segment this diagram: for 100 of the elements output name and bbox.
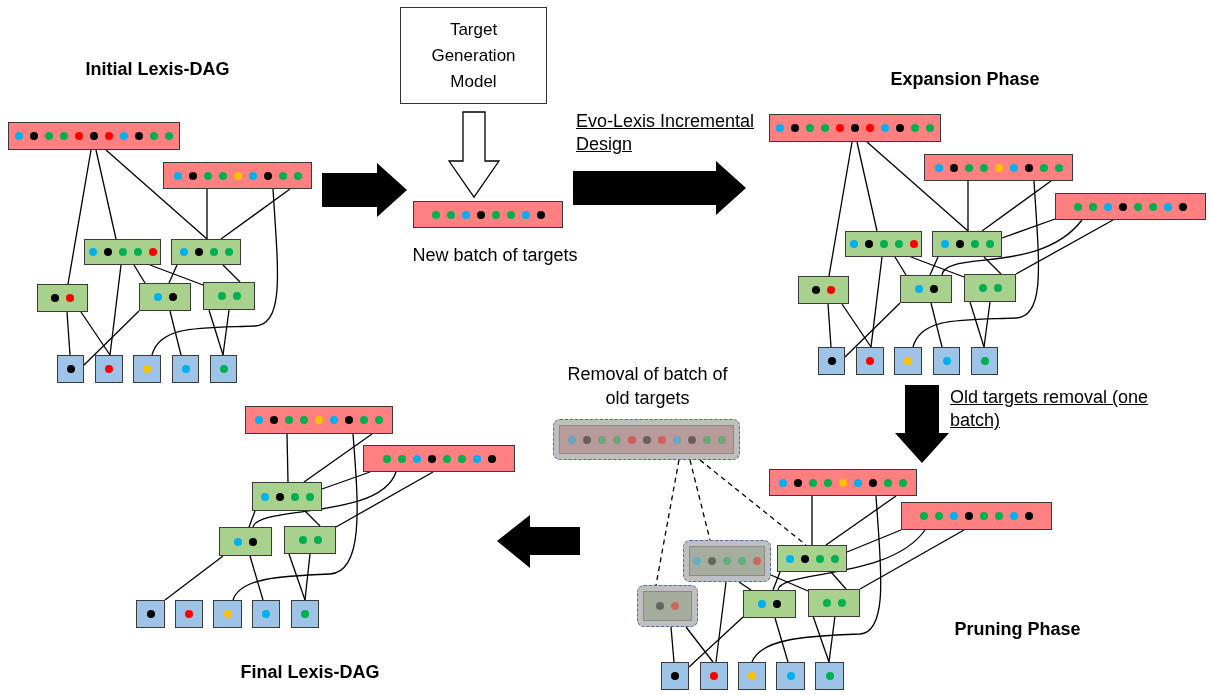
connector-line [830,571,847,590]
source-box [971,347,998,375]
connector-line [870,256,883,348]
target-box [769,469,917,496]
source-box [133,355,161,383]
target-box [413,201,563,228]
connector-line [770,574,809,592]
connector-line [685,626,714,663]
connector-line [846,529,902,553]
connector-line [149,264,204,286]
connector-line [929,256,939,276]
connector-line [894,256,907,276]
connector-line [983,256,1002,275]
connector-line [827,303,832,348]
connector-line [812,615,830,663]
connector-line [930,302,943,348]
connector-line [206,188,208,240]
intermediate-box [808,589,860,617]
connector-line [169,310,182,356]
connector-line [969,301,985,348]
connector-line [288,553,306,601]
intermediate-box [845,231,922,257]
source-box [291,600,319,628]
source-box [252,600,280,628]
source-box [776,662,805,690]
target-box [245,406,393,434]
target-box [1055,193,1206,220]
connector-line [912,180,1040,348]
connector-line [66,311,71,356]
source-box [856,347,884,375]
target-box [163,162,312,189]
connector-line [774,617,789,663]
connector-line [303,433,373,483]
intermediate-box [900,275,952,303]
removed-box [553,419,740,460]
connector-line [1015,219,1114,275]
source-box [815,662,844,690]
connector-line [151,188,279,356]
connector-line [232,433,358,601]
source-box [172,355,199,383]
connector-line [95,149,117,240]
target-box [901,502,1052,530]
connector-line [856,141,878,232]
phase-title: Pruning Phase [953,618,1082,641]
intermediate-box [139,283,191,311]
intermediate-box [798,276,849,304]
connector-line [249,555,264,601]
connector-line [772,571,781,591]
source-box [213,600,242,628]
target-box [924,154,1073,181]
connector-line [841,303,872,348]
connector-line [335,471,434,528]
intermediate-box [84,239,161,265]
block-arrow [895,385,949,463]
connector-line [688,616,744,668]
block-arrow [322,163,407,217]
phase-title: Final Lexis-DAG [239,661,381,684]
connector-line [67,149,92,285]
target-box [769,114,941,142]
removed-box [637,585,698,627]
connector-line [208,309,224,356]
connector-line [133,264,146,284]
phase-title: Expansion Phase [889,68,1041,91]
source-box [933,347,960,375]
connector-line [248,510,256,528]
model-box [400,7,547,104]
connector-line [80,311,111,356]
connector-line [859,529,965,590]
connector-line [304,510,321,527]
intermediate-box [777,545,847,572]
block-arrow [573,161,746,215]
connector-line [222,309,230,356]
intermediate-box [37,284,88,312]
connector-line [910,256,965,278]
connector-line [304,553,311,601]
source-box [738,662,766,690]
connector-line [843,302,901,359]
intermediate-box [284,526,336,554]
intermediate-box [171,239,241,265]
intermediate-box [252,482,322,511]
connector-line [825,495,897,546]
connector-line [105,149,208,240]
connector-line [715,581,727,663]
model-label: Target Generation Model [430,18,517,93]
source-box [661,662,689,690]
source-box [136,600,165,628]
connector-line [82,310,140,367]
removed-box [683,540,771,582]
connector-line [252,471,397,528]
target-box [8,122,180,150]
target-box [363,445,515,472]
source-box [700,662,728,690]
connector-line [670,626,675,663]
source-box [210,355,237,383]
phase-title: Initial Lexis-DAG [84,58,231,81]
intermediate-box [203,282,255,310]
source-box [175,600,203,628]
connector-line [828,615,836,663]
connector-line [164,555,224,601]
dashed-connector [655,459,680,586]
